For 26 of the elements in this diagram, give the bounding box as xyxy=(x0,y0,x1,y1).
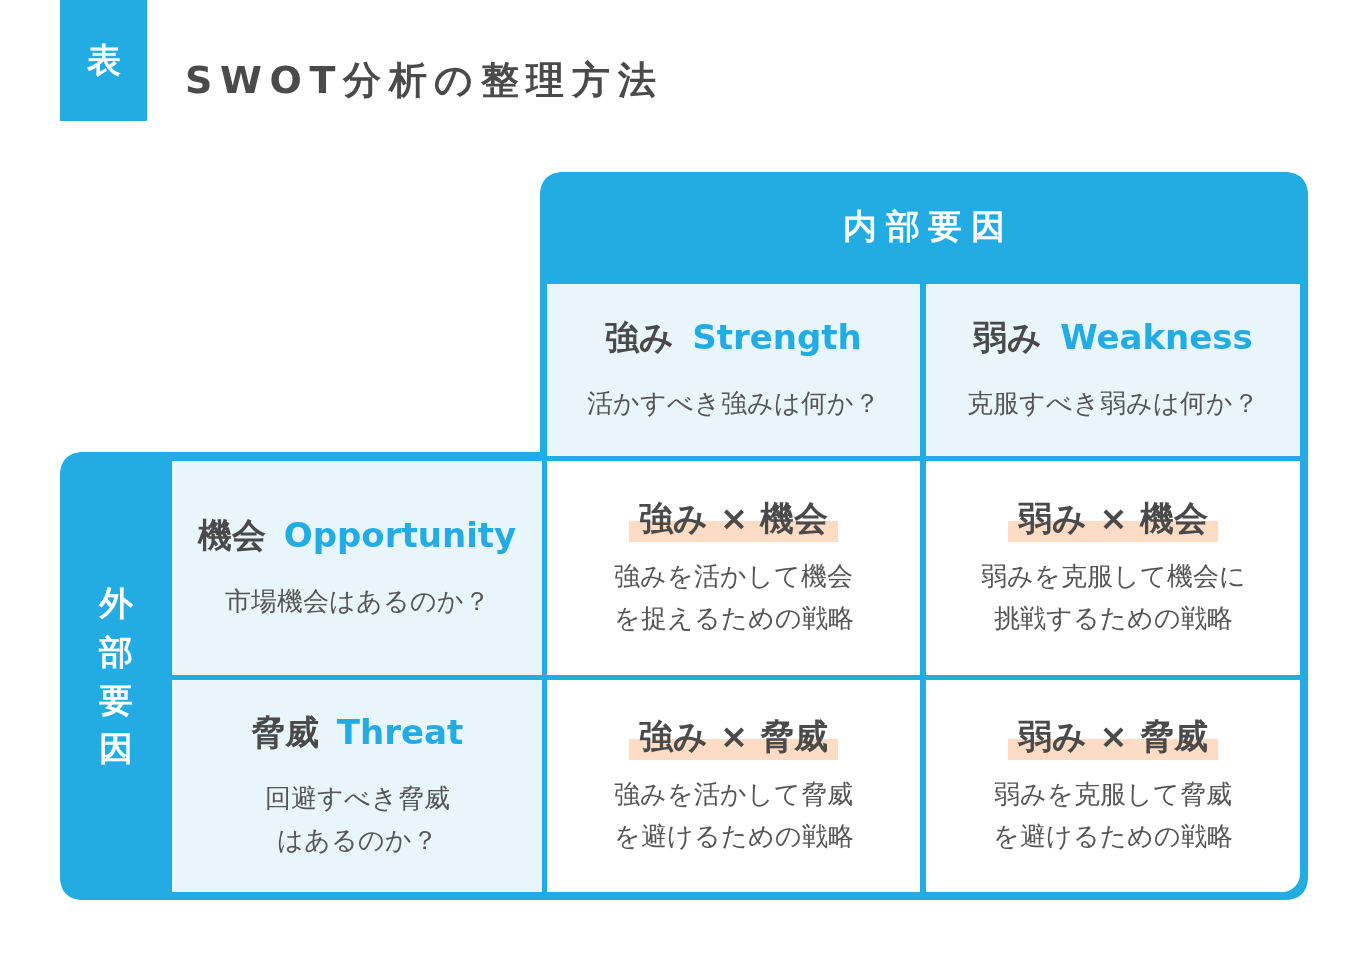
label-badge: 表 xyxy=(60,0,147,121)
english-heading: Weakness xyxy=(1060,317,1253,358)
table-cell xyxy=(926,680,1300,892)
question-text: 活かすべき強みは何か？ xyxy=(587,387,880,421)
japanese-heading: 弱み xyxy=(973,316,1043,360)
japanese-heading: 機会 xyxy=(197,514,266,558)
strategy-text: 強みを活かして機会を捉えるための戦略 xyxy=(612,560,855,635)
table-cell xyxy=(172,680,542,892)
english-heading: Threat xyxy=(336,712,464,753)
table-cell xyxy=(926,284,1300,456)
table-cell xyxy=(547,284,920,456)
question-text: 回避すべき脅威はあるのか？ xyxy=(263,782,451,857)
strategy-text: 強みを活かして脅威を避けるための戦略 xyxy=(612,778,855,853)
english-heading: Strength xyxy=(692,317,862,358)
english-heading: Opportunity xyxy=(283,515,517,556)
title: SWOT分析の整理方法 xyxy=(185,57,664,104)
table-cell xyxy=(547,461,920,675)
japanese-heading: 脅威 xyxy=(250,711,319,755)
table-cell xyxy=(547,680,920,892)
table-cell xyxy=(926,461,1300,675)
table-cell xyxy=(172,461,542,675)
question-text: 市場機会はあるのか？ xyxy=(224,585,490,619)
question-text: 克服すべき弱みは何か？ xyxy=(967,387,1259,421)
strategy-text: 弱みを克服して脅威を避けるための戦略 xyxy=(992,778,1234,853)
japanese-heading: 強み xyxy=(605,316,675,360)
strategy-text: 弱みを克服して機会に挑戦するための戦略 xyxy=(979,560,1247,635)
